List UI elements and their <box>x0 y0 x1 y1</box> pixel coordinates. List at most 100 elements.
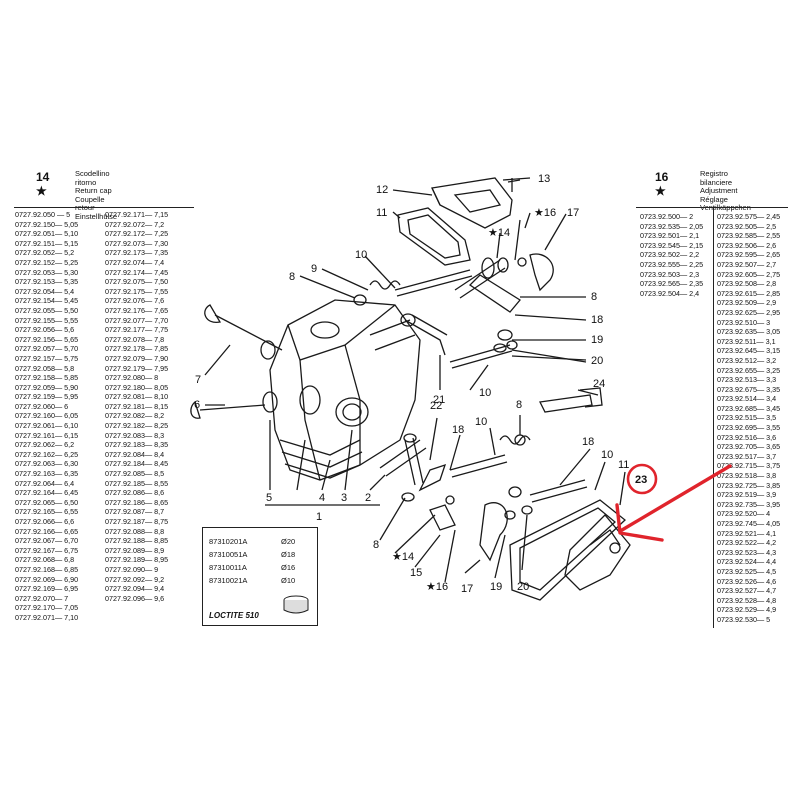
left-table-rule <box>14 207 194 208</box>
table-row: 0727.92.161— 6,15 <box>15 430 79 440</box>
part-size: Ø20 <box>281 537 296 546</box>
table-row: 0727.92.059— 5,90 <box>15 382 79 392</box>
table-row: 0727.92.167— 6,75 <box>15 545 79 555</box>
table-row: 0727.92.181— 8,15 <box>105 401 169 411</box>
table-row: 0727.92.076— 7,6 <box>105 296 165 306</box>
callout-label: 4 <box>319 492 325 504</box>
table-row: 0727.92.077— 7,70 <box>105 315 169 325</box>
table-row: 0723.92.511— 3,1 <box>717 336 776 346</box>
part-size: Ø18 <box>281 550 296 559</box>
table-row: 0727.92.184— 8,45 <box>105 459 169 469</box>
table-row: 0723.92.615— 2,85 <box>717 288 781 298</box>
table-row: 0727.92.064— 6,4 <box>15 478 75 488</box>
table-row: 0727.92.085— 8,5 <box>105 469 165 479</box>
table-row: 0727.92.070— 7 <box>15 593 69 603</box>
table-row: 0723.92.520— 4 <box>717 509 771 519</box>
table-row: 0727.92.082— 8,2 <box>105 411 165 421</box>
callout-label: 19 <box>490 581 502 593</box>
left-title-line: Return cap <box>75 186 112 196</box>
table-row: 0723.92.605— 2,75 <box>717 269 781 279</box>
table-row: 0727.92.054— 5,4 <box>15 286 75 296</box>
table-row: 0723.92.695— 3,55 <box>717 423 781 433</box>
table-row: 0723.92.517— 3,7 <box>717 451 777 461</box>
part-code: 87310011A <box>209 563 247 572</box>
table-row: 0727.92.063— 6,30 <box>15 459 79 469</box>
table-row: 0727.92.156— 5,65 <box>15 334 79 344</box>
table-row: 0727.92.075— 7,50 <box>105 277 169 287</box>
callout-label: 12 <box>376 184 388 196</box>
table-row: 0727.92.092— 9,2 <box>105 574 165 584</box>
right-title-line: Registro bilanciere <box>700 169 733 187</box>
callout-label: 6 <box>194 399 200 411</box>
table-row: 0723.92.715— 3,75 <box>717 461 781 471</box>
part-size: Ø16 <box>281 563 296 572</box>
table-row: 0723.92.565— 2,35 <box>640 279 704 289</box>
left-title-line: Scodellino ritorno <box>75 169 110 187</box>
table-row: 0727.92.050 — 5 <box>15 210 71 219</box>
table-row: 0727.92.051— 5,10 <box>15 229 79 239</box>
callout-label: 13 <box>538 173 550 185</box>
callout-label: 10 <box>479 387 491 399</box>
table-row: 0727.92.183— 8,35 <box>105 440 169 450</box>
table-row: 0727.92.153— 5,35 <box>15 277 79 287</box>
table-row: 0727.92.165— 6,55 <box>15 507 79 517</box>
table-row: 0723.92.514— 3,4 <box>717 394 777 404</box>
loctite-label: LOCTITE 510 <box>209 611 259 620</box>
part-code: 87310051A <box>209 550 248 559</box>
highlight-circle <box>626 463 658 495</box>
callout-label: 17 <box>461 583 473 595</box>
right-table-rule <box>636 207 788 208</box>
table-row: 0727.92.179— 7,95 <box>105 363 169 373</box>
table-row: 0727.92.164— 6,45 <box>15 488 79 498</box>
callout-label: 8 <box>373 539 379 551</box>
table-row: 0727.92.178— 7,85 <box>105 344 169 354</box>
table-row: 0727.92.152— 5,25 <box>15 257 79 267</box>
red-arrow-icon <box>615 464 732 542</box>
table-row: 0727.92.173— 7,35 <box>105 248 169 258</box>
table-row: 0727.92.096— 9,6 <box>105 593 165 603</box>
callout-label: 24 <box>593 378 605 390</box>
table-row: 0723.92.503— 2,3 <box>640 269 700 279</box>
table-row: 0727.92.057— 5,70 <box>15 344 79 354</box>
table-row: 0727.92.065— 6,50 <box>15 497 79 507</box>
table-row: 0727.92.171— 7,15 <box>105 210 169 219</box>
table-row: 0723.92.545— 2,15 <box>640 240 704 250</box>
callout-label: 21 <box>433 394 445 406</box>
table-row: 0727.92.079— 7,90 <box>105 353 169 363</box>
table-row: 0723.92.510— 3 <box>717 317 771 327</box>
table-row: 0723.92.507— 2,7 <box>717 259 777 269</box>
table-row: 0723.92.505— 2,5 <box>717 221 777 231</box>
table-row: 0727.92.056— 5,6 <box>15 325 75 335</box>
table-row: 0727.92.058— 5,8 <box>15 363 75 373</box>
table-row: 0727.92.053— 5,30 <box>15 267 79 277</box>
callout-label: 8 <box>516 399 522 411</box>
callout-label: 8 <box>591 291 597 303</box>
table-row: 0727.92.055— 5,50 <box>15 305 79 315</box>
table-row: 0723.92.525— 4,5 <box>717 566 777 576</box>
table-row: 0727.92.168— 6,85 <box>15 564 79 574</box>
highlight-label: 23 <box>635 474 647 486</box>
table-row: 0723.92.635— 3,05 <box>717 327 781 337</box>
table-row: 0727.92.067— 6,70 <box>15 536 79 546</box>
callout-label: 2 <box>365 492 371 504</box>
table-row: 0727.92.189— 8,95 <box>105 555 169 565</box>
right-title-line: Réglage <box>700 194 728 204</box>
callout-label: 22 <box>430 400 442 412</box>
callout-label: ★16 <box>534 207 556 219</box>
table-row: 0723.92.705— 3,65 <box>717 442 781 452</box>
table-row: 0727.92.187— 8,75 <box>105 517 169 526</box>
callout-label: 9 <box>311 263 317 275</box>
table-row: 0727.92.151— 5,15 <box>15 238 79 248</box>
table-row: 0727.92.162— 6,25 <box>15 449 79 459</box>
table-row: 0727.92.088— 8,8 <box>105 526 165 536</box>
table-row: 0723.92.735— 3,95 <box>717 499 781 509</box>
table-row: 0723.92.645— 3,15 <box>717 346 781 356</box>
callout-label: 3 <box>341 492 347 504</box>
table-row: 0727.92.081— 8,10 <box>105 392 169 402</box>
table-row: 0723.92.521— 4,1 <box>717 528 777 538</box>
callout-label: 7 <box>195 374 201 386</box>
callout-label: 8 <box>289 271 295 283</box>
parts-box-row: 87310051A Ø18 <box>209 550 295 559</box>
table-row: 0727.92.150— 5,05 <box>15 219 79 229</box>
